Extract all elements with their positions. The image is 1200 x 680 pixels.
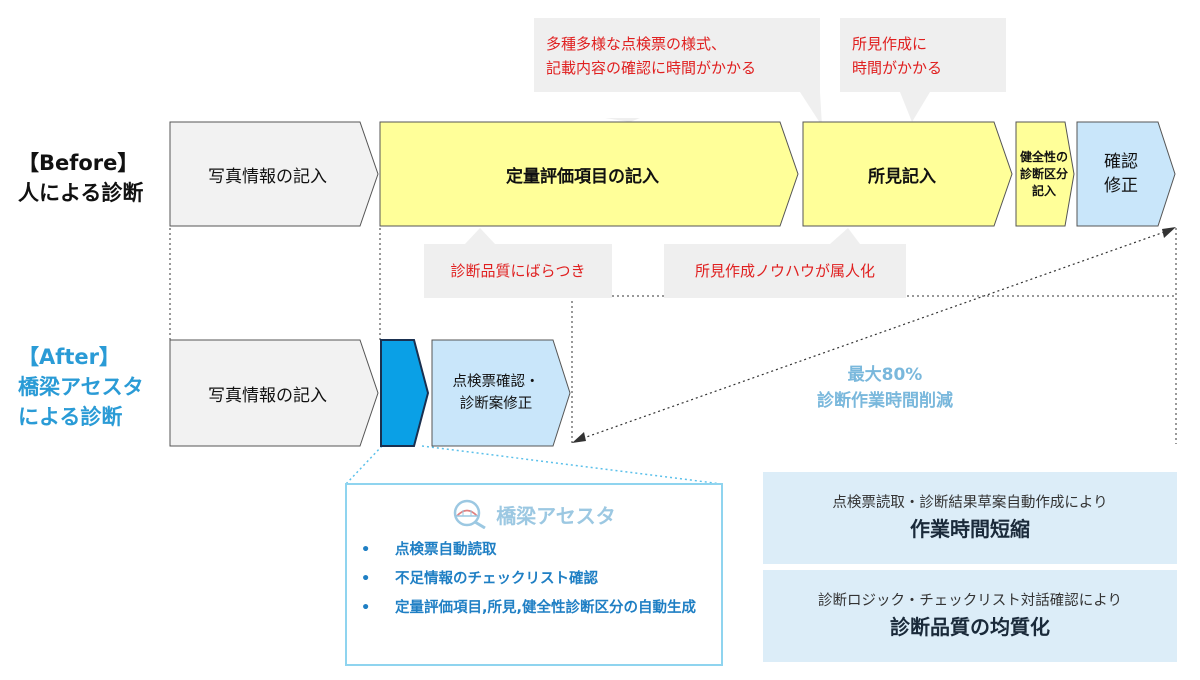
callout-findings-time-line1: 所見作成に [852, 35, 928, 53]
bullet-icon: • [361, 571, 371, 587]
after-label: 【After】 橋梁アセスタ による診断 [18, 342, 144, 432]
callout-format-variety-line2: 記載内容の確認に時間がかかる [546, 59, 757, 77]
callout-pointer-top1b [800, 92, 822, 126]
after-label-line3: による診断 [18, 405, 123, 429]
before-label: 【Before】 人による診断 [18, 148, 143, 208]
bullet-icon: • [361, 600, 371, 616]
callout-pointer-top1 [605, 118, 640, 122]
bridge-magnifier-icon [453, 499, 486, 529]
benefit-quality: 診断ロジック・チェックリスト対話確認により 診断品質の均質化 [763, 570, 1177, 662]
callout-findings-time-line2: 時間がかかる [852, 59, 943, 77]
callout-pointer-bottom2 [830, 228, 860, 244]
feature-list: • 点検票自動読取 • 不足情報のチェックリスト確認 • 定量評価項目,所見,健全性診… [361, 540, 711, 627]
benefit-time: 点検票読取・診断結果草案自動作成により 作業時間短縮 [763, 472, 1177, 564]
reduction-arrowhead-left [572, 432, 586, 443]
before-label-line2: 人による診断 [18, 181, 144, 205]
callout-format-variety: 多種多様な点検票の様式、 記載内容の確認に時間がかかる [534, 18, 820, 92]
reduction-line1: 最大80% [847, 365, 923, 385]
benefit-quality-sub: 診断ロジック・チェックリスト対話確認により [818, 593, 1122, 609]
product-popup: 橋梁アセスタ • 点検票自動読取 • 不足情報のチェックリスト確認 • 定量評価項目,… [345, 483, 723, 666]
callout-knowhow: 所見作成ノウハウが属人化 [664, 244, 906, 298]
reduction-line2: 診断作業時間削減 [817, 391, 953, 411]
after-step-photo-shape [169, 339, 379, 447]
callout-pointer-top2 [900, 92, 930, 122]
before-step-confirm-shape [1076, 121, 1176, 227]
feature-item: • 点検票自動読取 [361, 540, 711, 561]
before-step-findings-shape [802, 121, 1013, 227]
callout-knowhow-text: 所見作成ノウハウが属人化 [694, 262, 875, 280]
bullet-icon: • [361, 542, 371, 558]
before-step-soundness-shape [1015, 121, 1075, 227]
after-step-confirm-shape [431, 339, 571, 447]
before-step-quant-shape [379, 121, 799, 227]
callout-pointer-bottom1 [465, 228, 495, 244]
reduction-note: 最大80% 診断作業時間削減 [770, 362, 1000, 414]
before-label-line1: 【Before】 [18, 151, 139, 175]
callout-quality-variance: 診断品質にばらつき [424, 244, 612, 298]
callout-findings-time: 所見作成に 時間がかかる [840, 18, 1006, 92]
after-step-asesta-shape [380, 339, 430, 447]
popup-connector-right [421, 445, 723, 485]
benefit-time-sub: 点検票読取・診断結果草案自動作成により [832, 495, 1108, 511]
feature-text: 定量評価項目,所見,健全性診断区分の自動生成 [395, 600, 697, 616]
before-step-photo-shape [169, 121, 379, 227]
benefit-time-main: 作業時間短縮 [910, 517, 1030, 541]
product-brand: 橋梁アセスタ [347, 499, 721, 529]
callout-quality-variance-text: 診断品質にばらつき [450, 262, 586, 280]
reduction-arrowhead-right [1162, 227, 1176, 238]
product-name: 橋梁アセスタ [496, 503, 616, 528]
after-label-line1: 【After】 [18, 345, 121, 369]
callout-format-variety-line1: 多種多様な点検票の様式、 [546, 35, 727, 53]
feature-item: • 定量評価項目,所見,健全性診断区分の自動生成 [361, 598, 711, 619]
feature-item: • 不足情報のチェックリスト確認 [361, 569, 711, 590]
feature-text: 不足情報のチェックリスト確認 [395, 571, 598, 587]
feature-text: 点検票自動読取 [395, 542, 497, 558]
after-label-line2: 橋梁アセスタ [18, 375, 144, 399]
benefit-quality-main: 診断品質の均質化 [890, 615, 1050, 639]
popup-connector-left [345, 445, 383, 485]
